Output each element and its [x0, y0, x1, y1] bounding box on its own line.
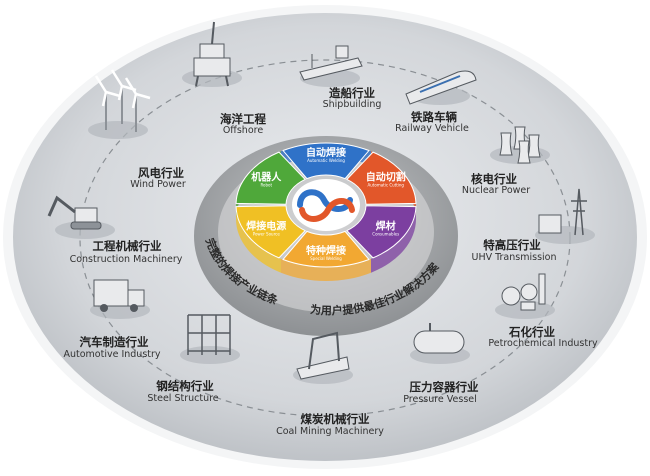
- industry-label-uhv: 特高压行业: [483, 238, 541, 252]
- wind-turbine-icon: [88, 69, 151, 139]
- industry-icons: [47, 21, 595, 384]
- core-segment-wall: [236, 205, 281, 273]
- core-segment-label: 机器人: [251, 171, 282, 184]
- core-segment-en-label: Automatic Cutting: [368, 183, 405, 188]
- core-segment-3: [282, 230, 370, 268]
- core-segment-0: [282, 142, 370, 180]
- industry-label-automotive: 汽车制造行业: [79, 335, 149, 349]
- industry-label-nuclear: 核电行业: [471, 172, 517, 186]
- industry-en-label-offshore: Offshore: [222, 125, 264, 136]
- core-segment-label: 自动切割: [366, 171, 406, 184]
- industry-en-label-pressure: Pressure Vessel: [403, 394, 477, 405]
- core-segment-en-label: Special Welding: [310, 256, 342, 261]
- core-segment-label: 特种焊接: [306, 244, 346, 257]
- industry-label-pressure: 压力容器行业: [409, 380, 479, 394]
- excavator-icon: [47, 195, 115, 239]
- core-segment-en-label: Consumables: [372, 232, 399, 237]
- train-icon: [405, 70, 477, 105]
- core-segment-1: [346, 151, 417, 205]
- center-logo-icon: [292, 179, 360, 231]
- industry-en-label-railway: Railway Vehicle: [395, 123, 469, 134]
- core-segment-label: 自动焊接: [306, 146, 346, 159]
- core-segment-label: 焊材: [376, 220, 396, 233]
- core-segment-wall: [371, 205, 416, 273]
- industry-label-offshore: 海洋工程: [220, 112, 266, 126]
- industry-en-label-automotive: Automotive Industry: [63, 349, 161, 360]
- industry-en-label-coal: Coal Mining Machinery: [276, 426, 384, 437]
- ship-icon: [299, 45, 363, 87]
- industry-en-label-steel: Steel Structure: [147, 393, 219, 404]
- core-segment-label: 焊接电源: [246, 220, 286, 233]
- transmission-tower-icon: [535, 188, 595, 244]
- core-segment-wall: [281, 258, 371, 281]
- steel-frame-icon: [180, 314, 240, 364]
- refinery-icon: [495, 273, 555, 319]
- core-segment-en-label: Automatic Welding: [307, 158, 345, 163]
- truck-icon: [90, 279, 150, 319]
- pressure-tank-icon: [410, 323, 470, 364]
- industry-label-coal: 煤炭机械行业: [300, 412, 370, 426]
- nuclear-plant-icon: [490, 126, 550, 164]
- industry-label-wind: 风电行业: [138, 166, 184, 180]
- industry-en-label-petrochemical: Petrochemical Industry: [488, 338, 598, 349]
- industry-label-steel: 钢结构行业: [156, 379, 214, 393]
- industry-label-shipbuilding: 造船行业: [329, 86, 375, 100]
- industry-en-label-construction: Construction Machinery: [69, 254, 183, 265]
- core-segment-en-label: Power Source: [253, 232, 281, 237]
- industry-en-label-wind: Wind Power: [130, 179, 186, 190]
- core-segment-2: [346, 205, 417, 259]
- industry-label-railway: 铁路车辆: [411, 110, 457, 124]
- offshore-platform-icon: [182, 21, 242, 87]
- industry-label-construction: 工程机械行业: [92, 239, 162, 253]
- core-segment-en-label: Robot: [260, 183, 272, 188]
- core-segment-4: [235, 205, 306, 259]
- industry-label-petrochemical: 石化行业: [509, 325, 555, 339]
- core-segment-5: [235, 151, 306, 205]
- industry-en-label-shipbuilding: Shipbuilding: [322, 99, 382, 110]
- industry-en-label-uhv: UHV Transmission: [471, 252, 557, 263]
- industry-en-label-nuclear: Nuclear Power: [461, 185, 531, 196]
- mining-support-icon: [293, 331, 353, 384]
